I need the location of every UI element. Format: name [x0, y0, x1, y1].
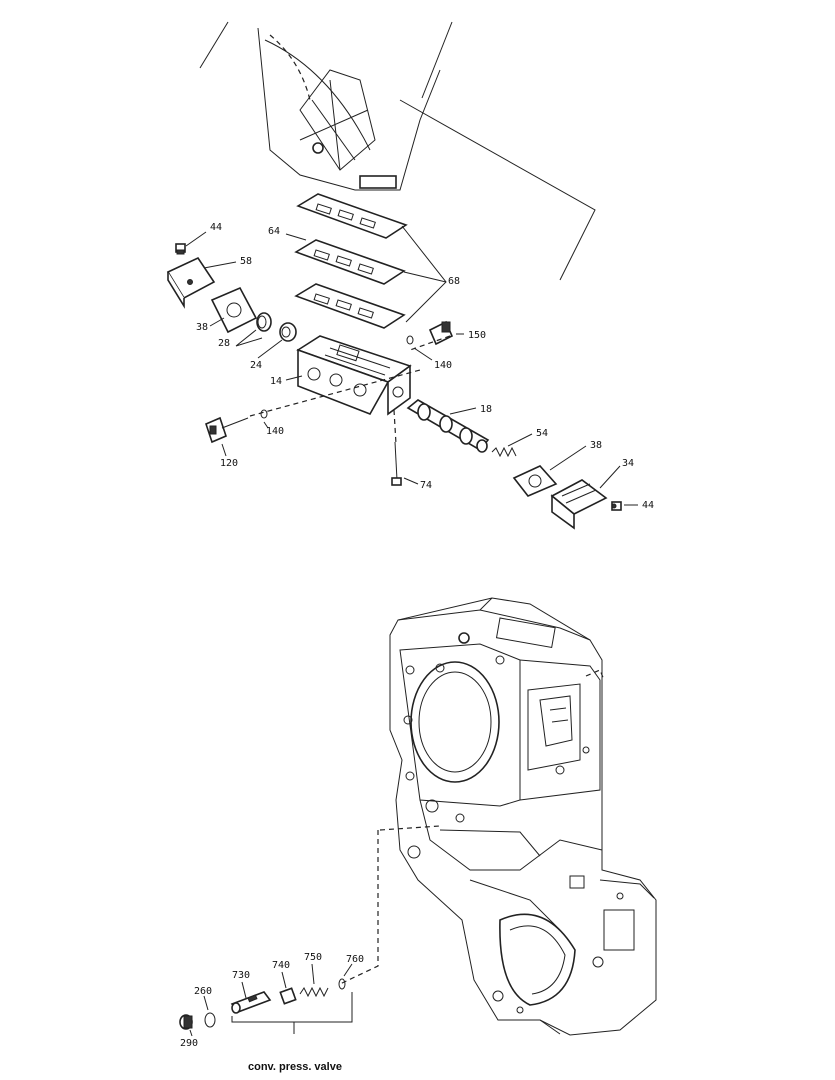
callout-730: 730 [232, 970, 250, 981]
leader-lines-upper [185, 225, 638, 506]
spool-18 [406, 399, 490, 453]
alignment-lines-lower [339, 830, 379, 985]
callout-74: 74 [420, 480, 432, 491]
alignment-lines-upper [249, 335, 451, 445]
callout-260: 260 [194, 986, 212, 997]
gasket-stack [294, 193, 408, 329]
callout-68: 68 [448, 276, 460, 287]
sensor-120 [205, 416, 249, 444]
screw-44-right [611, 501, 622, 511]
callout-44-lower: 44 [642, 500, 654, 511]
callout-labels-lower: 260 730 740 750 760 290 conv. press. val… [180, 952, 364, 1073]
leader-lines-lower [189, 963, 353, 1037]
transmission-housing [379, 597, 657, 1036]
callout-38-left: 38 [196, 322, 208, 333]
callout-24: 24 [250, 360, 262, 371]
gasket-38-right [512, 465, 558, 497]
callout-64: 64 [268, 226, 280, 237]
plug-290 [179, 1014, 193, 1030]
callout-760: 760 [346, 954, 364, 965]
callout-14: 14 [270, 376, 282, 387]
callout-28: 28 [218, 338, 230, 349]
plug-150 [428, 320, 454, 346]
plug-24 [279, 322, 297, 342]
callout-labels-upper: 44 58 64 68 38 28 24 14 150 140 18 140 1… [196, 222, 654, 511]
callout-34: 34 [622, 458, 634, 469]
spring-750 [299, 986, 329, 998]
callout-18: 18 [480, 404, 492, 415]
callout-140-upper: 140 [434, 360, 452, 371]
caption-conv-press-valve: conv. press. valve [248, 1061, 342, 1073]
gasket-38-left [210, 286, 258, 334]
bolt-74 [391, 441, 402, 486]
callout-740: 740 [272, 960, 290, 971]
callout-150: 150 [468, 330, 486, 341]
gasket-middle [294, 239, 406, 285]
cover-plate-58 [166, 256, 216, 309]
callout-38-right: 38 [590, 440, 602, 451]
callout-750: 750 [304, 952, 322, 963]
cover-plate-34 [550, 479, 608, 530]
o-ring-260 [204, 1012, 216, 1028]
callout-140-lower: 140 [266, 426, 284, 437]
ring-760 [338, 978, 346, 990]
callout-44-upper: 44 [210, 222, 222, 233]
valve-body-14 [296, 335, 412, 416]
o-ring-140-upper [406, 335, 414, 345]
gasket-lower [294, 283, 406, 329]
screw-44-left [175, 243, 186, 255]
conv-press-valve-parts [179, 978, 346, 1030]
callout-120: 120 [220, 458, 238, 469]
sleeve-740 [279, 987, 297, 1005]
housing-top-section [199, 21, 596, 281]
callout-290: 290 [180, 1038, 198, 1049]
sleeve-28 [256, 312, 272, 332]
o-ring-140-lower [260, 409, 268, 419]
piston-730 [230, 991, 272, 1014]
gasket-upper [296, 193, 408, 239]
callout-58: 58 [240, 256, 252, 267]
spring-54 [491, 446, 517, 458]
callout-54: 54 [536, 428, 548, 439]
